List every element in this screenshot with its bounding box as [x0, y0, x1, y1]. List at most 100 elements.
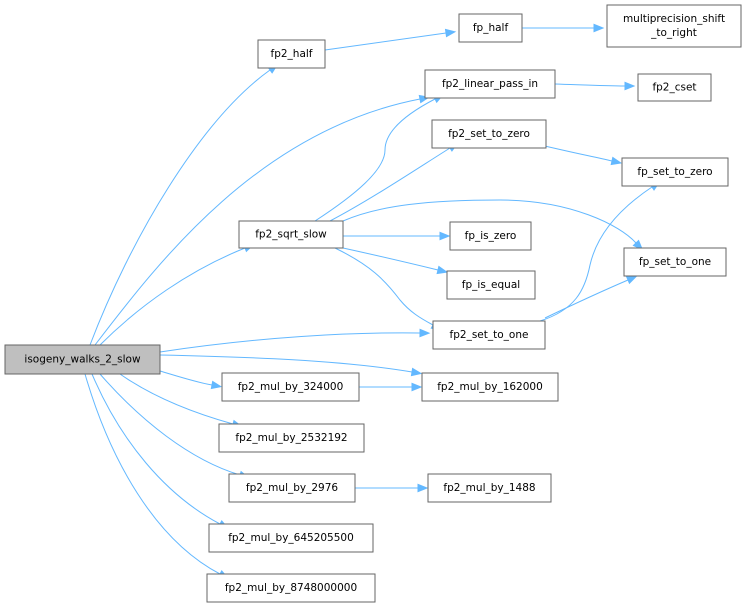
edge-fp2_sqrt_slow-to-fp_is_zero — [343, 231, 451, 241]
edge-fp2_sqrt_slow-to-fp_set_to_one — [342, 199, 644, 251]
node-mp-shift[interactable]: multiprecision_shift_to_right — [606, 4, 742, 48]
edge-line — [91, 373, 221, 525]
node-root[interactable]: isogeny_walks_2_slow — [4, 344, 161, 375]
node-fp2-mul-by-2976[interactable]: fp2_mul_by_2976 — [228, 473, 356, 503]
node-fp-half[interactable]: fp_half — [458, 13, 523, 43]
node-label: fp_set_to_zero — [637, 166, 712, 178]
node-box — [206, 573, 376, 603]
node-label: fp2_mul_by_8748000000 — [225, 582, 357, 594]
edge-line — [544, 279, 629, 319]
edge-fp2_set_to_zero-to-fp_set_to_zero — [544, 145, 623, 166]
edge-fp2_mul_by_2976-to-fp2_mul_by_1488 — [355, 483, 429, 493]
node-fp2-mul-by-1488[interactable]: fp2_mul_by_1488 — [427, 473, 552, 503]
edge-root-to-fp2_mul_by_324000 — [159, 370, 223, 390]
node-label: fp2_mul_by_162000 — [437, 381, 543, 393]
node-label: fp_is_zero — [465, 230, 517, 242]
node-box — [637, 73, 712, 102]
node-fp2-linear-pass-in[interactable]: fp2_linear_pass_in — [424, 69, 556, 99]
edge-line — [342, 247, 439, 271]
node-label: fp2_mul_by_324000 — [238, 381, 344, 393]
node-label: fp2_sqrt_slow — [255, 229, 327, 241]
edge-fp2_set_to_one-to-fp_set_to_one — [544, 275, 638, 319]
node-fp2-cset[interactable]: fp2_cset — [637, 73, 712, 102]
node-label: fp2_mul_by_1488 — [443, 482, 535, 494]
edge-line — [89, 69, 271, 346]
node-label: fp2_set_to_one — [450, 329, 529, 341]
arrowhead-icon — [436, 265, 449, 275]
arrowhead-icon — [210, 380, 223, 390]
arrowhead-icon — [410, 367, 423, 377]
edge-line — [324, 32, 447, 51]
node-box — [4, 344, 161, 375]
node-box — [606, 4, 742, 48]
edge-root-to-fp2_half — [89, 63, 279, 346]
node-fp-set-to-zero[interactable]: fp_set_to_zero — [621, 157, 729, 187]
node-box — [427, 473, 552, 503]
edge-fp2_sqrt_slow-to-fp2_set_to_one — [334, 247, 443, 330]
node-fp2-mul-by-324000[interactable]: fp2_mul_by_324000 — [221, 372, 360, 402]
edge-fp2_mul_by_324000-to-fp2_mul_by_162000 — [359, 382, 423, 392]
node-box — [432, 320, 546, 350]
node-box — [221, 372, 360, 402]
edge-line — [544, 145, 613, 162]
node-fp2-set-to-one[interactable]: fp2_set_to_one — [432, 320, 546, 350]
edge-root-to-fp2_sqrt_slow — [99, 244, 255, 346]
edge-line — [99, 373, 241, 476]
node-fp-is-zero[interactable]: fp_is_zero — [449, 221, 532, 251]
node-box — [228, 473, 356, 503]
arrowhead-icon — [593, 23, 605, 33]
node-box — [218, 423, 365, 453]
node-box — [446, 270, 536, 300]
arrowhead-icon — [610, 156, 623, 166]
arrowhead-icon — [439, 231, 451, 241]
node-label: fp_is_equal — [462, 279, 520, 291]
edge-line — [119, 373, 234, 425]
edge-fp2_half-to-fp_half — [324, 28, 457, 51]
nodes-layer: isogeny_walks_2_slow fp2_half fp_half multi… — [4, 4, 742, 603]
node-label: fp2_set_to_zero — [448, 128, 530, 140]
node-fp2-mul-by-162000[interactable]: fp2_mul_by_162000 — [421, 372, 559, 402]
node-fp2-set-to-zero[interactable]: fp2_set_to_zero — [431, 119, 547, 149]
node-box — [431, 119, 547, 149]
node-label: fp2_linear_pass_in — [442, 78, 538, 90]
edge-fp2_sqrt_slow-to-fp_is_equal — [342, 247, 449, 275]
node-label: fp_set_to_one — [639, 256, 711, 268]
node-fp2-mul-by-645205500[interactable]: fp2_mul_by_645205500 — [208, 523, 374, 553]
edges-layer — [84, 23, 661, 579]
node-fp-is-equal[interactable]: fp_is_equal — [446, 270, 536, 300]
node-fp2-mul-by-8748000000[interactable]: fp2_mul_by_8748000000 — [206, 573, 376, 603]
node-box — [621, 157, 729, 187]
node-box — [449, 221, 532, 251]
edge-fp2_sqrt_slow-to-fp2_linear_pass_in — [314, 94, 445, 222]
edge-line — [554, 83, 626, 87]
node-box — [257, 39, 326, 69]
edge-root-to-fp2_mul_by_162000 — [159, 354, 423, 377]
edge-line — [342, 199, 637, 244]
node-label: fp2_mul_by_2532192 — [235, 432, 347, 444]
node-box — [238, 220, 344, 249]
node-label: multiprecision_shift — [623, 13, 725, 25]
arrowhead-icon — [632, 239, 644, 251]
arrowhead-icon — [411, 382, 423, 392]
node-fp-set-to-one[interactable]: fp_set_to_one — [623, 247, 727, 277]
node-fp2-mul-by-2532192[interactable]: fp2_mul_by_2532192 — [218, 423, 365, 453]
edge-line — [329, 147, 451, 222]
edge-line — [94, 98, 421, 346]
node-label: fp2_half — [271, 48, 313, 60]
edge-root-to-fp2_linear_pass_in — [94, 94, 431, 346]
arrowhead-icon — [417, 483, 429, 493]
node-box — [458, 13, 523, 43]
edge-fp2_sqrt_slow-to-fp2_set_to_zero — [329, 142, 459, 222]
edge-line — [84, 373, 221, 575]
node-box — [421, 372, 559, 402]
node-label: isogeny_walks_2_slow — [24, 354, 141, 366]
node-fp2-sqrt-slow[interactable]: fp2_sqrt_slow — [238, 220, 344, 249]
node-box — [208, 523, 374, 553]
node-label: fp2_mul_by_2976 — [246, 482, 339, 494]
edge-line — [159, 370, 213, 386]
edge-fp2_linear_pass_in-to-fp2_cset — [554, 81, 636, 91]
node-fp2-half[interactable]: fp2_half — [257, 39, 326, 69]
edge-line — [314, 98, 436, 222]
arrowhead-icon — [625, 275, 638, 285]
